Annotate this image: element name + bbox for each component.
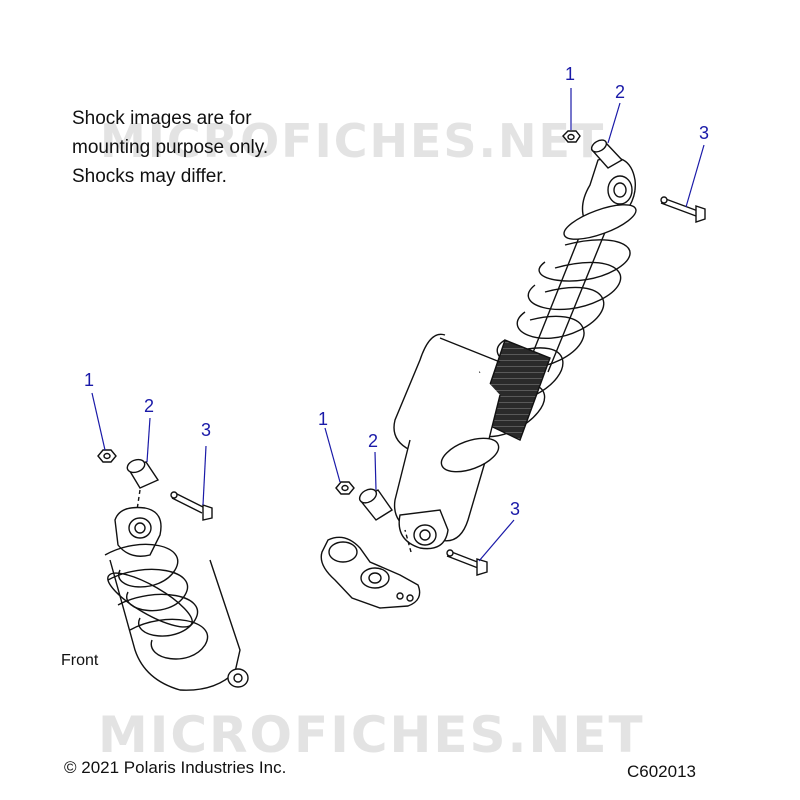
front-label: Front	[61, 652, 99, 669]
diagram-code: C602013	[627, 762, 697, 781]
callout-top-3: 3	[699, 123, 710, 143]
callout-left-3: 3	[201, 420, 212, 440]
callout-top-2: 2	[615, 82, 626, 102]
copyright-text: © 2021 Polaris Industries Inc.	[64, 758, 287, 777]
middle-bolt	[446, 549, 488, 576]
note-line-3: Shocks may differ.	[72, 166, 227, 187]
note-line-2: mounting purpose only.	[72, 137, 269, 158]
middle-bushing	[358, 488, 393, 521]
watermark-bottom: MICROFICHES.NET	[98, 706, 645, 764]
callout-middle-3: 3	[510, 499, 521, 519]
top-bushing	[590, 139, 624, 169]
callout-leaders	[91, 88, 705, 562]
top-bolt	[660, 196, 706, 223]
left-bolt	[170, 491, 213, 521]
top-nut	[562, 130, 581, 143]
rear-shock-assembly	[320, 156, 637, 609]
left-nut	[97, 449, 117, 463]
left-dashed-guide	[136, 489, 141, 511]
shock-note: Shock images are for mounting purpose on…	[72, 104, 268, 191]
callout-middle-1: 1	[318, 409, 329, 429]
note-line-1: Shock images are for	[72, 108, 252, 129]
callout-left-1: 1	[84, 370, 95, 390]
callout-left-2: 2	[144, 396, 155, 416]
front-shock-assembly	[104, 506, 249, 691]
callout-top-1: 1	[565, 64, 576, 84]
middle-dashed-guide	[404, 529, 412, 553]
callout-middle-2: 2	[368, 431, 379, 451]
watermark-top: MICROFICHES.NET	[100, 114, 606, 168]
left-bushing	[126, 458, 160, 489]
middle-nut	[335, 481, 355, 495]
